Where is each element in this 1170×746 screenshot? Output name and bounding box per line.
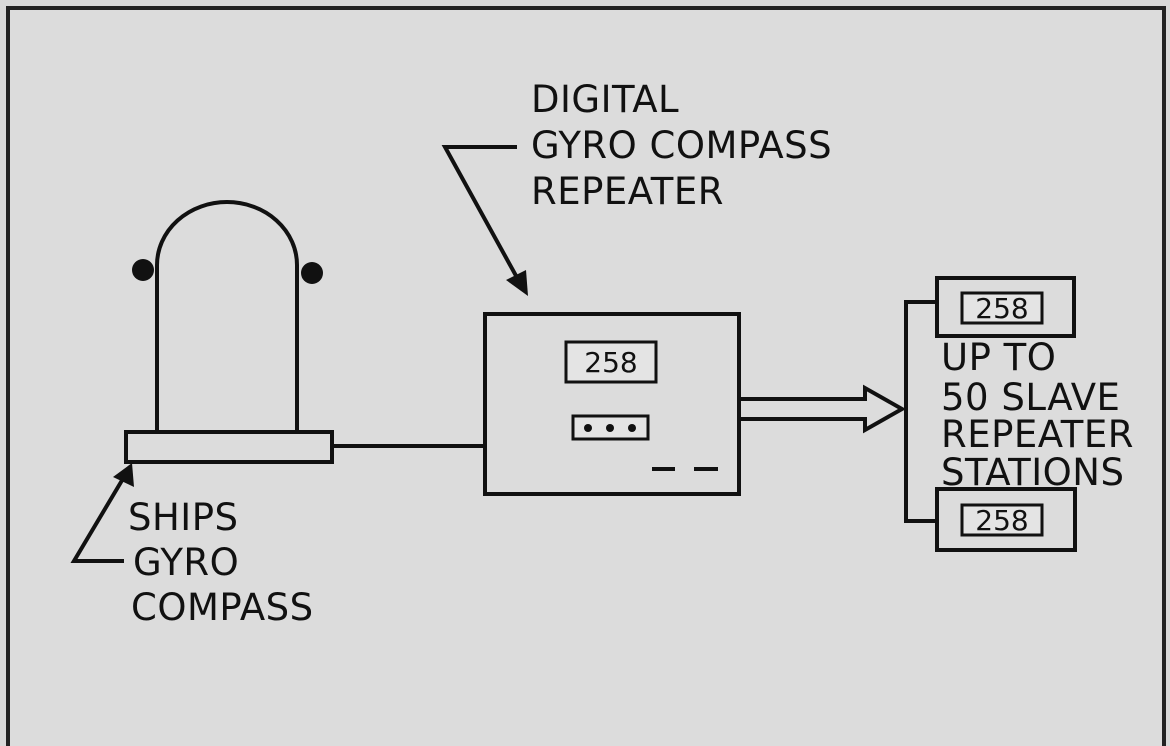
slaves-label-line-3: REPEATER bbox=[941, 413, 1134, 456]
gyro-knob-right bbox=[301, 262, 323, 284]
gyro-label-line-2: GYRO bbox=[133, 541, 239, 584]
slave-display-top-value: 258 bbox=[975, 292, 1028, 325]
repeater-label-line-1: DIGITAL bbox=[531, 78, 679, 121]
gyro-base bbox=[126, 432, 332, 462]
main-display-value: 258 bbox=[584, 346, 637, 379]
gyro-knob-left bbox=[132, 259, 154, 281]
repeater-label-line-2: GYRO COMPASS bbox=[531, 124, 832, 167]
slaves-label-line-4: STATIONS bbox=[941, 451, 1124, 494]
gyro-label-line-3: COMPASS bbox=[131, 586, 314, 629]
repeater-label-line-3: REPEATER bbox=[531, 170, 724, 213]
slaves-label-line-1: UP TO bbox=[941, 336, 1056, 379]
gyro-label-line-1: SHIPS bbox=[128, 496, 239, 539]
three-dot-lights-icon bbox=[573, 416, 648, 439]
slave-repeater-bottom: 258 bbox=[937, 489, 1075, 550]
slave-display-bottom-value: 258 bbox=[975, 504, 1028, 537]
digital-repeater-unit: 258 bbox=[485, 314, 739, 494]
slave-repeater-top: 258 bbox=[937, 278, 1074, 336]
